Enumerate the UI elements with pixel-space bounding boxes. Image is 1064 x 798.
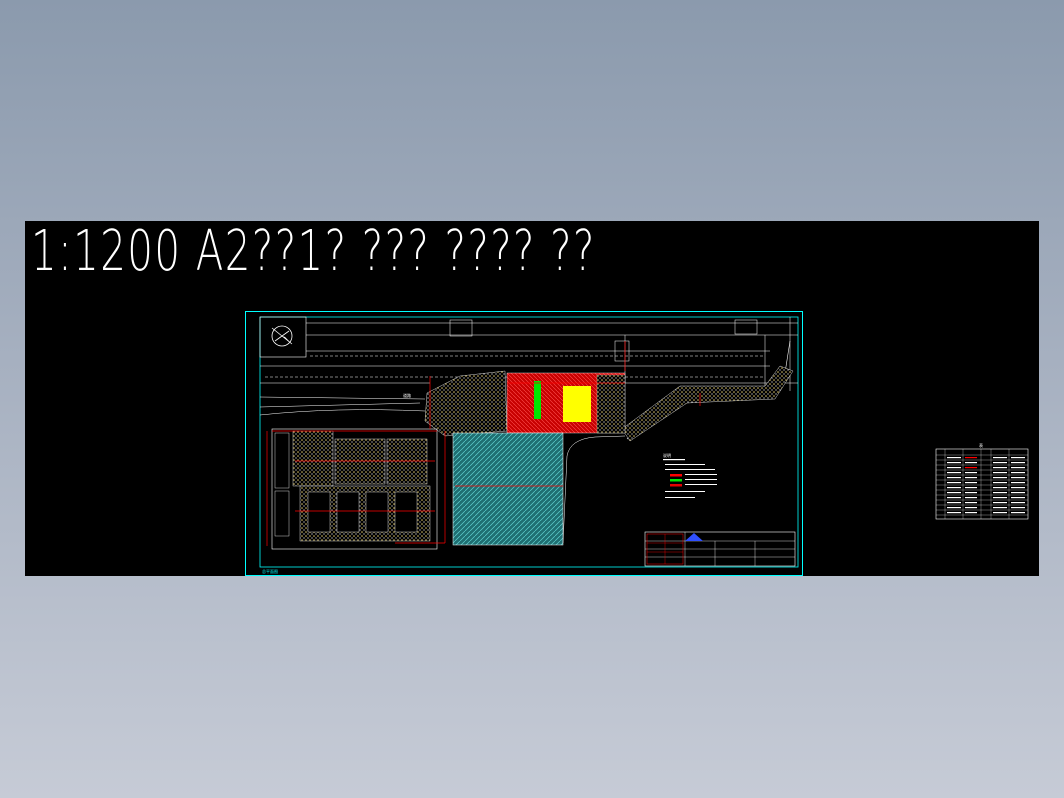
- road-lines: [259, 317, 798, 416]
- yellow-block: [563, 386, 591, 422]
- pond-road: [562, 435, 626, 544]
- notes-title: 说明: [663, 452, 671, 458]
- legend-table-title: 表: [979, 443, 983, 448]
- sheet-label-bottom-left: 总平面图: [262, 568, 278, 574]
- site-plan-sheet[interactable]: 总平面图 道路 说明: [245, 311, 803, 576]
- red-building-right: [596, 374, 626, 434]
- legend-table[interactable]: 表: [935, 443, 1030, 521]
- diagonal-road-hatch: [621, 365, 794, 442]
- sheet-outer-frame: [245, 311, 803, 576]
- north-arrow-icon: [259, 316, 307, 358]
- sand-area: [424, 370, 508, 437]
- drawing-canvas[interactable]: 1:1200 A2??1? ??? ???? ??: [25, 221, 1039, 576]
- cyan-pond: [452, 432, 564, 546]
- red-annotations: [266, 341, 701, 546]
- green-strip: [534, 381, 541, 419]
- title-block: [644, 531, 796, 567]
- road-label: 道路: [403, 392, 411, 398]
- drawing-title: 1:1200 A2??1? ??? ???? ??: [31, 219, 596, 284]
- left-building-complex: [271, 428, 438, 550]
- sheet-inner-frame: [259, 316, 799, 568]
- top-structures: [449, 319, 758, 362]
- notes-block: [663, 459, 717, 498]
